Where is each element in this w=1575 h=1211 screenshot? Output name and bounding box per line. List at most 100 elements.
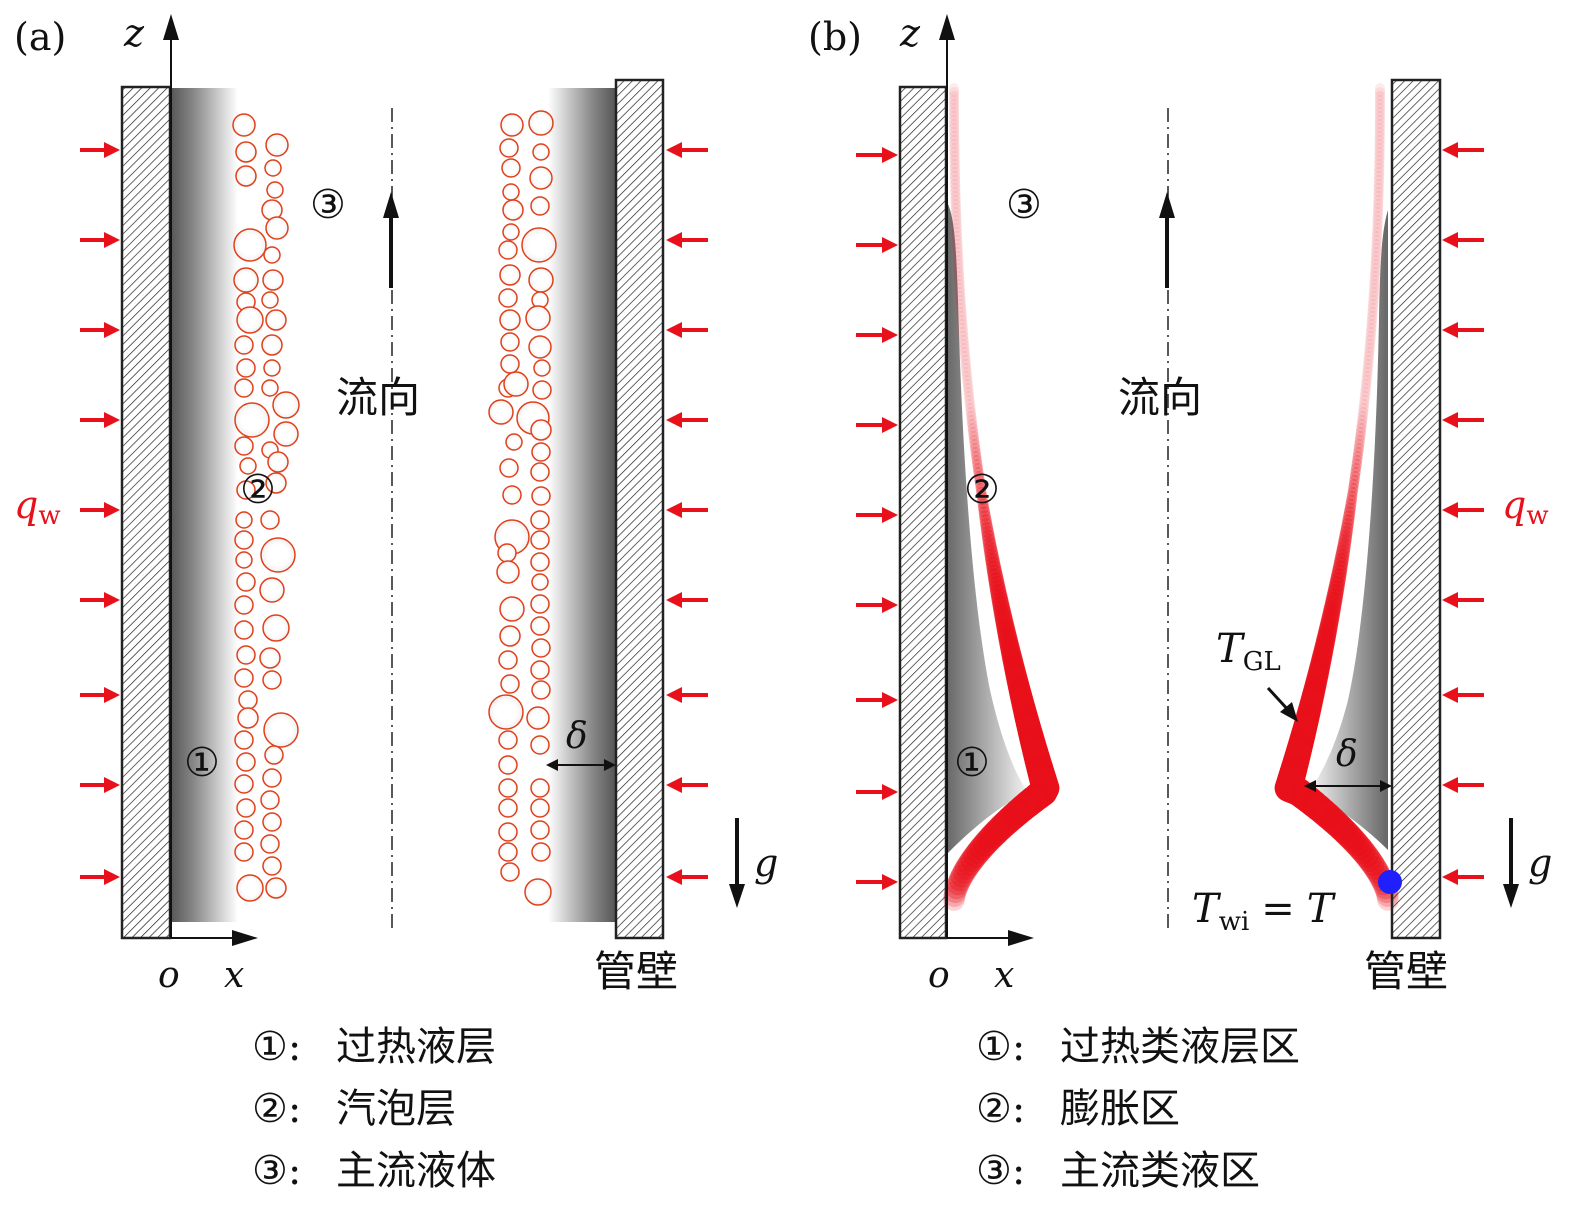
expansion-band-segment — [979, 514, 993, 530]
bubble — [234, 820, 254, 840]
heat-flux-arrowhead — [1442, 869, 1458, 885]
expansion-band-segment — [1351, 455, 1363, 469]
bubble — [262, 856, 282, 876]
bubble — [499, 625, 521, 647]
expansion-band-segment — [1346, 490, 1358, 506]
expansion-band-segment — [979, 510, 992, 526]
bubble — [234, 436, 254, 456]
expansion-band-segment — [1351, 839, 1379, 869]
bubble — [502, 223, 520, 241]
bubble — [260, 834, 280, 854]
bubble — [521, 227, 557, 263]
bubble — [236, 480, 256, 500]
expansion-band-segment — [975, 483, 987, 497]
heat-flux-arrowhead — [666, 687, 682, 703]
heat-flux-arrowhead — [882, 417, 898, 433]
bubble — [234, 378, 254, 398]
bubble — [498, 240, 518, 260]
bubble — [530, 778, 550, 798]
expansion-band-segment — [970, 447, 982, 461]
bubble — [530, 798, 550, 818]
heat-flux-arrowhead — [666, 592, 682, 608]
superheated-film-left — [170, 88, 238, 922]
z-axis-label: z — [123, 11, 145, 55]
panel-a: (a) z o x ③ ② ① 流向 δ g 管壁 qw ①: 过热液层 ②: … — [14, 11, 778, 1194]
bubble — [498, 798, 518, 818]
heat-flux-arrowhead — [666, 412, 682, 428]
bubble — [500, 862, 520, 882]
expansion-band-segment — [1341, 518, 1354, 534]
bubble — [234, 335, 254, 355]
bubble — [259, 647, 281, 669]
bubble — [260, 510, 280, 530]
expansion-band-segment — [1335, 545, 1350, 563]
bubble — [503, 371, 529, 397]
bubble — [530, 419, 552, 441]
expansion-band-right — [1274, 83, 1399, 911]
tube-wall-right — [1390, 78, 1442, 940]
bubble — [498, 755, 518, 775]
bubble — [262, 768, 282, 788]
bubble — [500, 674, 520, 694]
panel-b: (b) z o x ③ ② ① 流向 δ g 管壁 qw TGL Twi=T ①… — [808, 11, 1552, 1194]
legend-marker: ②: — [252, 1086, 301, 1132]
heat-flux-arrowhead — [104, 232, 120, 248]
legend-marker: ②: — [976, 1086, 1025, 1132]
bubble — [530, 462, 550, 482]
region-1-label: ① — [184, 740, 220, 786]
expansion-band-segment — [1350, 467, 1361, 481]
expansion-band-segment — [948, 864, 974, 892]
heat-flux-arrowhead — [882, 874, 898, 890]
expansion-band-segment — [973, 467, 984, 481]
bubble — [235, 551, 253, 569]
expansion-band-segment — [1352, 447, 1364, 461]
wall-label: 管壁 — [594, 947, 678, 996]
expansion-band-segment — [1360, 852, 1388, 880]
legend-text: 过热类液层区 — [1060, 1024, 1300, 1070]
legend-marker: ①: — [976, 1024, 1025, 1070]
bubble — [525, 305, 551, 331]
expansion-band-segment — [972, 463, 984, 477]
expansion-band-segment — [1332, 560, 1348, 580]
z-axis-label: z — [899, 11, 921, 55]
x-axis-arrowhead — [1008, 930, 1034, 946]
bubble — [260, 537, 296, 573]
expansion-band-segment — [952, 856, 979, 884]
expansion-band-segment — [1351, 459, 1362, 473]
expansion-band-segment — [984, 549, 1000, 567]
bubble — [261, 334, 283, 356]
region-1-label: ① — [954, 740, 990, 786]
bubble — [531, 680, 551, 700]
expansion-band-segment — [983, 541, 998, 559]
expansion-band-segment — [980, 518, 993, 534]
expansion-band-segment — [971, 455, 983, 469]
expansion-band-segment — [981, 529, 996, 547]
expansion-band-segment — [1333, 552, 1349, 572]
heat-flux-arrowhead — [1442, 687, 1458, 703]
bubble — [496, 560, 520, 584]
region-3-label: ③ — [1006, 182, 1042, 228]
z-axis-arrowhead — [939, 14, 955, 40]
bubble — [265, 472, 287, 494]
region-3-label: ③ — [310, 182, 346, 228]
expansion-band-segment — [971, 451, 982, 465]
bubble — [531, 486, 551, 506]
expansion-band-segment — [954, 852, 982, 880]
bubble — [530, 594, 550, 614]
bubble — [531, 442, 551, 462]
heat-flux-arrowhead — [104, 777, 120, 793]
expansion-band-segment — [976, 486, 987, 502]
expansion-band-segment — [985, 552, 1001, 572]
tube-wall-left — [120, 85, 172, 940]
expansion-band-segment — [970, 443, 981, 457]
bubble — [500, 332, 520, 352]
legend-marker: ③: — [976, 1148, 1025, 1194]
delta-label: δ — [1336, 734, 1358, 775]
expansion-band-segment — [1344, 498, 1357, 514]
expansion-band-segment — [1349, 471, 1361, 485]
bubble — [501, 158, 521, 178]
bubble — [502, 183, 520, 201]
expansion-band-segment — [1353, 443, 1364, 457]
bubble — [236, 752, 256, 772]
bubble — [259, 577, 285, 603]
